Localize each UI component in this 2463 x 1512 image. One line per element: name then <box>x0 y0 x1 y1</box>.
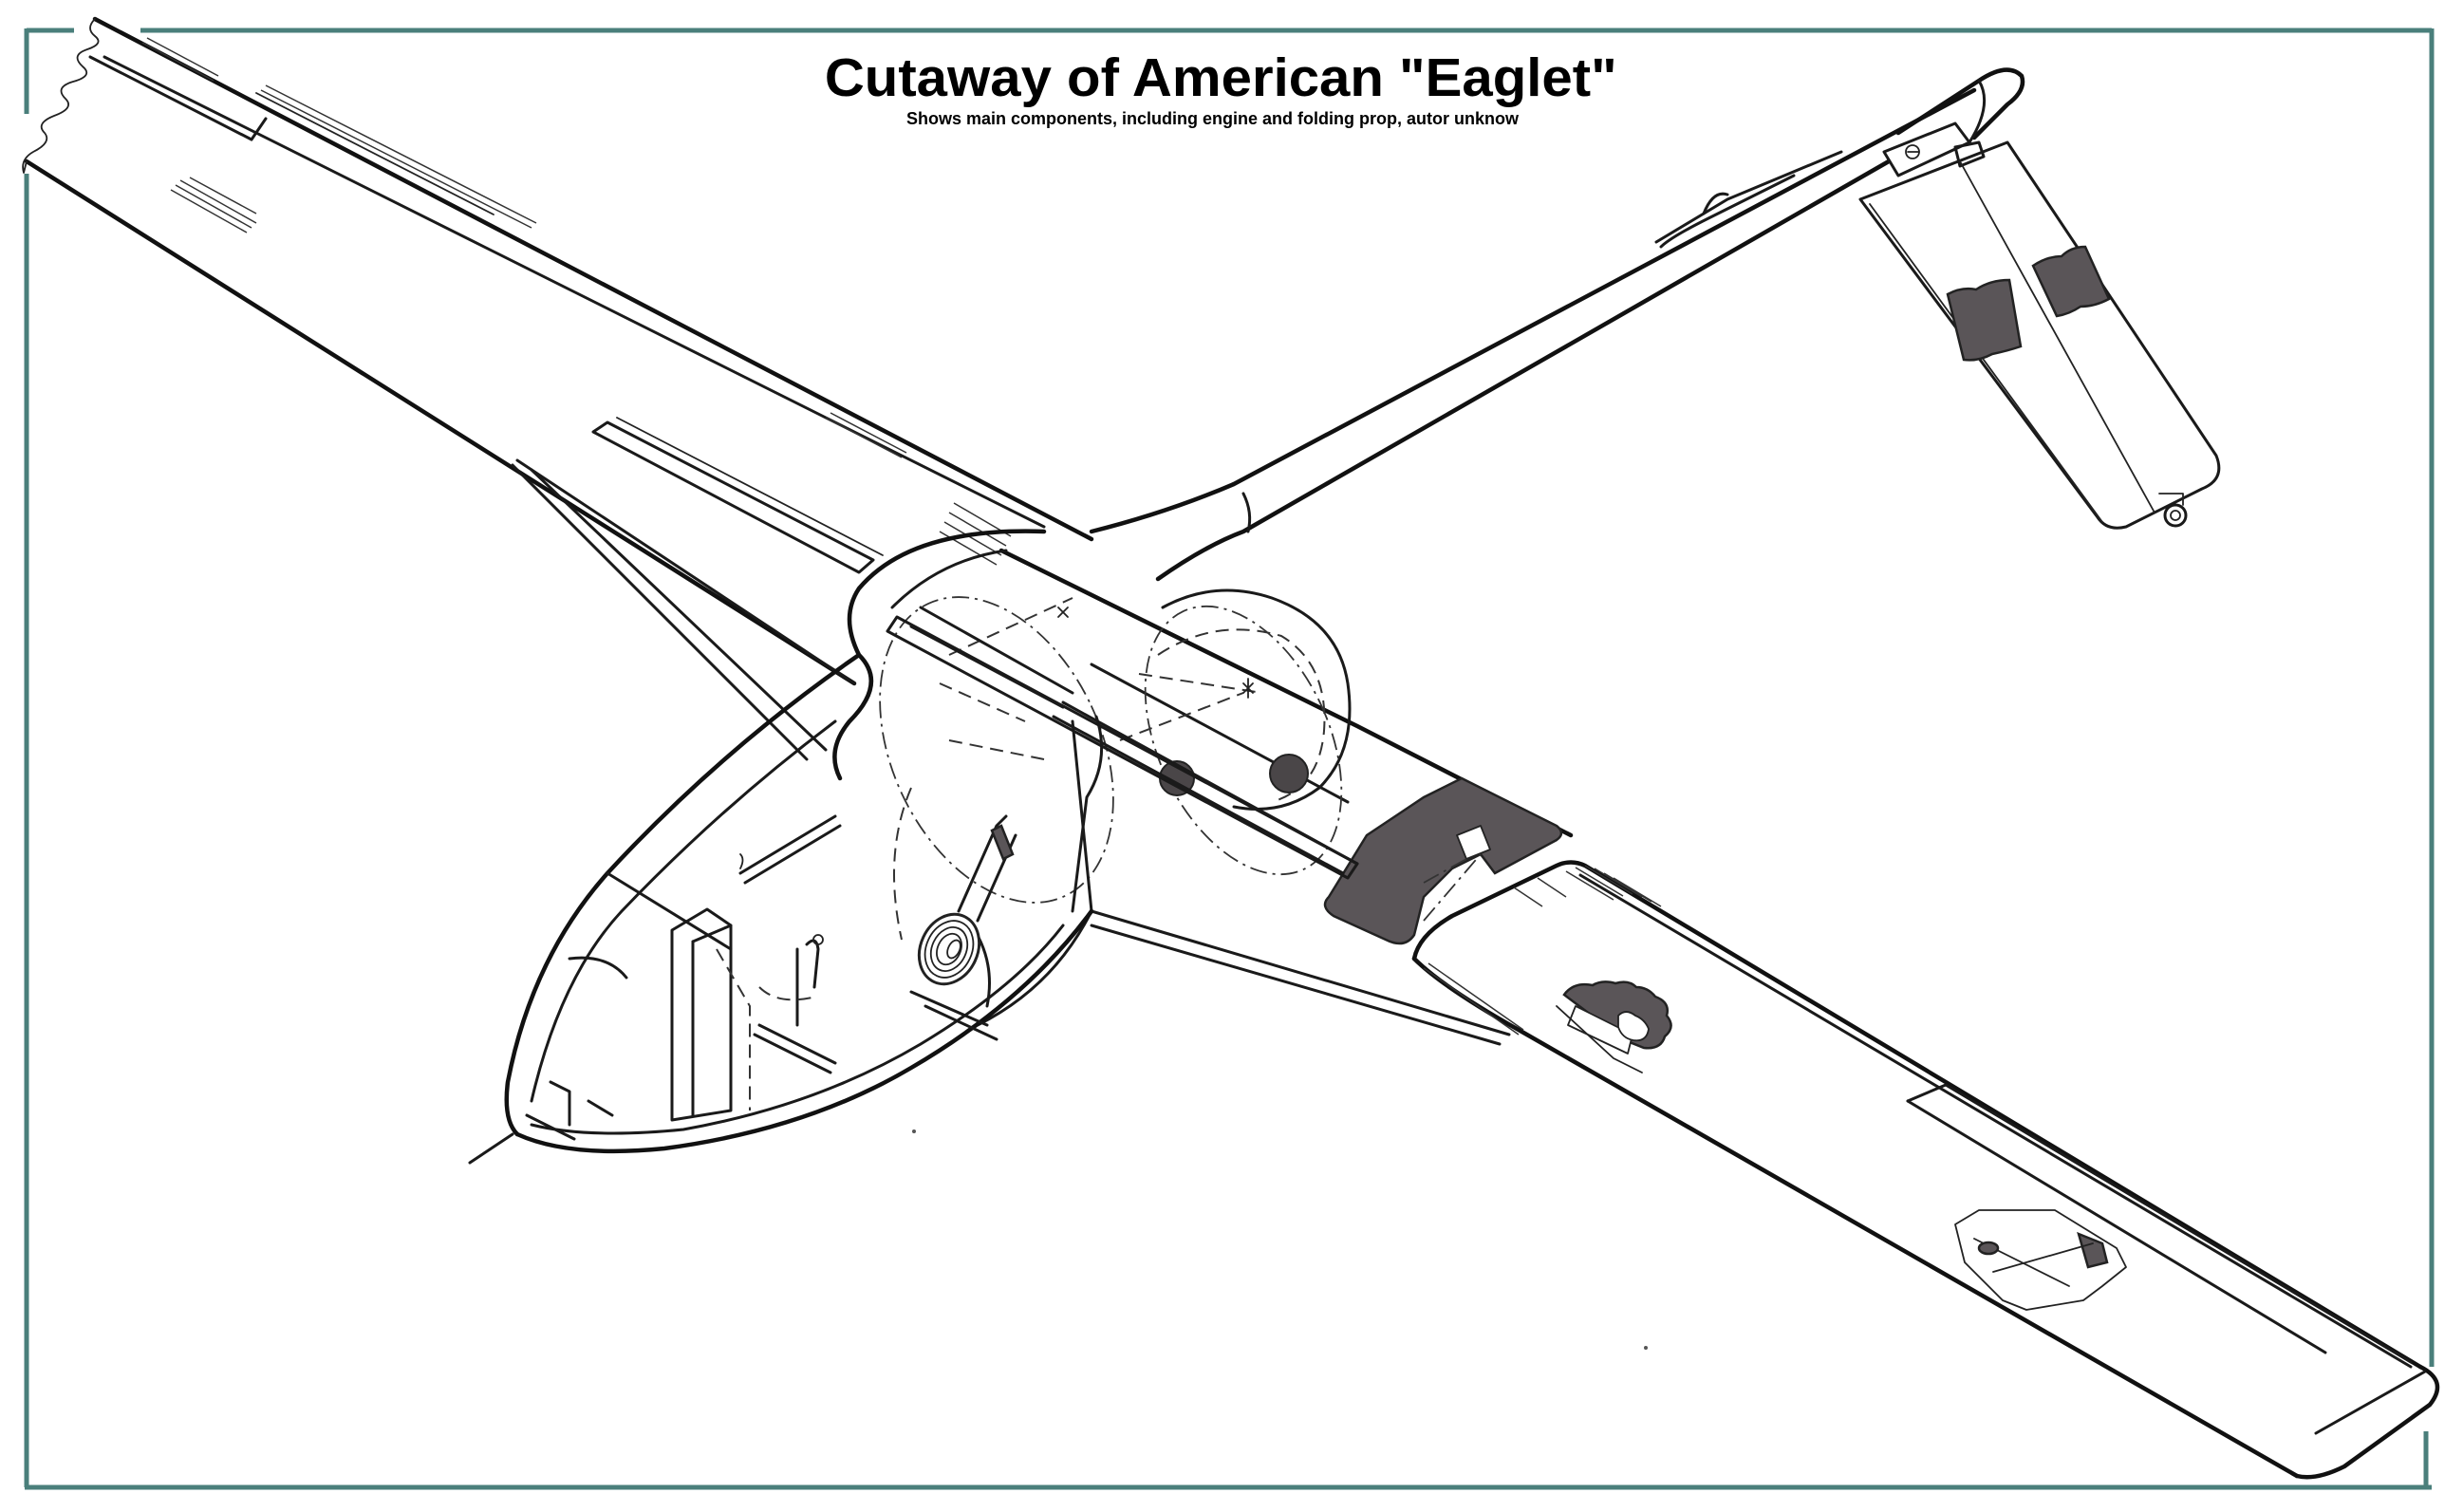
wing-root-cutaway <box>1323 776 1563 945</box>
page-title: Cutaway of American "Eaglet" <box>825 47 1617 108</box>
stray-marks <box>912 1129 1648 1350</box>
frame-border <box>24 28 2435 1490</box>
engine <box>893 787 1017 1041</box>
title-block: Cutaway of American "Eaglet" Shows main … <box>0 49 2463 129</box>
tailplane <box>1858 140 2221 530</box>
page-subtitle: Shows main components, including engine … <box>906 109 1519 128</box>
cockpit-nose <box>468 652 1094 1165</box>
right-wing-struts <box>1090 909 1511 1046</box>
tail-boom <box>1089 67 2025 582</box>
wing-spar <box>886 606 1359 913</box>
right-wing <box>998 548 2440 1480</box>
left-wing-struts <box>511 458 856 761</box>
left-wing <box>22 16 1094 686</box>
